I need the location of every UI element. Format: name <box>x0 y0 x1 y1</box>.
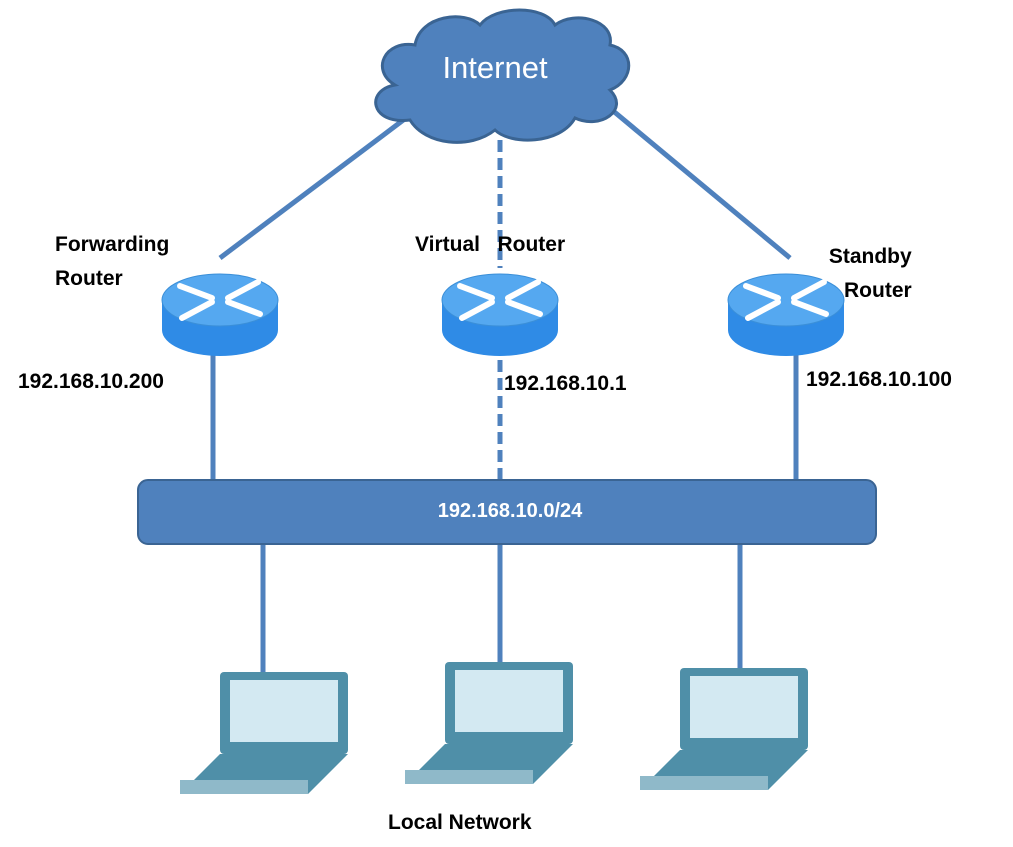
link-internet-standby <box>598 98 792 260</box>
local-network-caption: Local Network <box>388 811 532 834</box>
virtual-router-icon <box>441 273 559 356</box>
internet-cloud-icon <box>374 8 631 144</box>
standby-router-icon <box>727 273 845 356</box>
subnet-bus <box>137 479 877 545</box>
laptop-icon <box>640 668 808 790</box>
link-internet-forwarding <box>218 113 412 260</box>
virtual-router-name-line2: Router <box>497 233 566 256</box>
laptop-icon <box>180 672 348 794</box>
forwarding-router-name-line2: Router <box>55 267 123 290</box>
standby-router-name: Standby Router <box>824 240 912 308</box>
forwarding-router-name-line1: Forwarding <box>55 233 170 256</box>
virtual-router-name-line1: Virtual <box>415 233 480 256</box>
laptop-icon <box>405 662 573 784</box>
virtual-router-name: Virtual Router <box>415 228 565 262</box>
subnet-label: 192.168.10.0/24 <box>437 500 583 522</box>
internet-label: Internet <box>442 50 548 85</box>
forwarding-router-ip: 192.168.10.200 <box>18 370 164 393</box>
forwarding-router-name: Forwarding Router <box>55 228 169 296</box>
virtual-router-ip: 192.168.10.1 <box>504 372 627 395</box>
forwarding-router-icon <box>161 273 279 356</box>
standby-router-name-line2: Router <box>844 279 912 302</box>
standby-router-name-line1: Standby <box>828 245 912 268</box>
standby-router-ip: 192.168.10.100 <box>806 368 952 391</box>
